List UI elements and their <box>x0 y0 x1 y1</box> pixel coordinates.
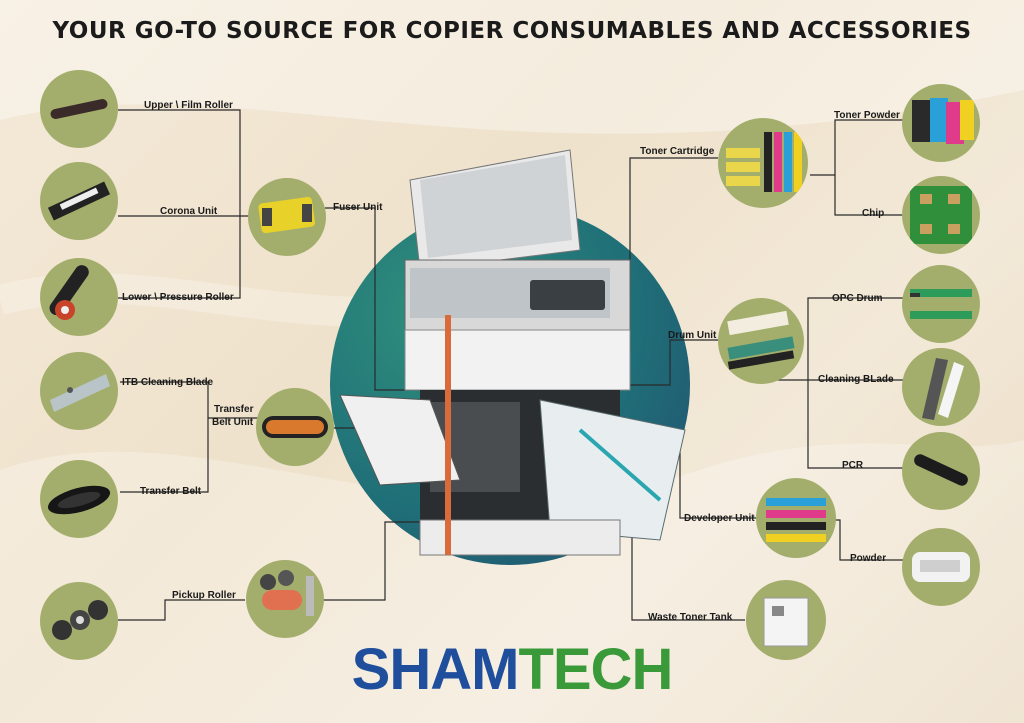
page-title: YOUR GO-TO SOURCE FOR COPIER CONSUMABLES… <box>52 18 972 44</box>
corona-unit-image <box>40 162 118 240</box>
pcr-image <box>902 432 980 510</box>
toner-powder-label: Toner Powder <box>834 110 900 121</box>
pcr-label: PCR <box>842 460 864 471</box>
transfer-belt-unit-label-1: Transfer <box>214 404 254 415</box>
transfer-belt-unit-image <box>256 388 334 466</box>
chip-image <box>902 176 980 254</box>
corona-unit-label: Corona Unit <box>160 206 218 217</box>
powder-image <box>902 528 980 606</box>
logo-part-1: SHAM <box>351 637 520 702</box>
itb-cleaning-blade-label: ITB Cleaning Blade <box>122 377 214 388</box>
itb-cleaning-blade-image <box>40 352 118 430</box>
transfer-belt-label: Transfer Belt <box>140 486 202 497</box>
shamtech-logo: SHAMTECH <box>0 636 1024 703</box>
logo-part-2: TECH <box>518 637 673 702</box>
toner-powder-image <box>902 84 980 162</box>
opc-drum-image <box>902 265 980 343</box>
upper-film-roller-image <box>40 70 118 148</box>
toner-cartridge-image <box>718 118 808 208</box>
developer-unit-label: Developer Unit <box>684 513 755 524</box>
lower-pressure-roller-label: Lower \ Pressure Roller <box>122 292 234 303</box>
lower-pressure-roller-image <box>40 258 118 336</box>
waste-toner-tank-image <box>746 580 826 660</box>
pickup-roller-small-image <box>40 582 118 660</box>
drum-unit-image <box>718 298 804 384</box>
pickup-roller-image <box>246 560 324 638</box>
cleaning-blade-image <box>902 348 980 426</box>
upper-film-roller-label: Upper \ Film Roller <box>144 100 233 111</box>
chip-label: Chip <box>862 208 885 219</box>
copier-machine <box>340 149 686 556</box>
pickup-roller-label: Pickup Roller <box>172 590 236 601</box>
toner-cartridge-label: Toner Cartridge <box>640 146 715 157</box>
transfer-belt-unit-label-2: Belt Unit <box>212 417 254 428</box>
opc-drum-label: OPC Drum <box>832 293 883 304</box>
fuser-unit-label: Fuser Unit <box>333 202 383 213</box>
powder-label: Powder <box>850 553 887 564</box>
waste-toner-tank-label: Waste Toner Tank <box>648 612 733 623</box>
transfer-belt-image <box>40 460 118 538</box>
developer-unit-image <box>756 478 836 558</box>
drum-unit-label: Drum Unit <box>668 330 717 341</box>
fuser-unit-image <box>248 178 326 256</box>
cleaning-blade-label: Cleaning BLade <box>818 374 894 385</box>
